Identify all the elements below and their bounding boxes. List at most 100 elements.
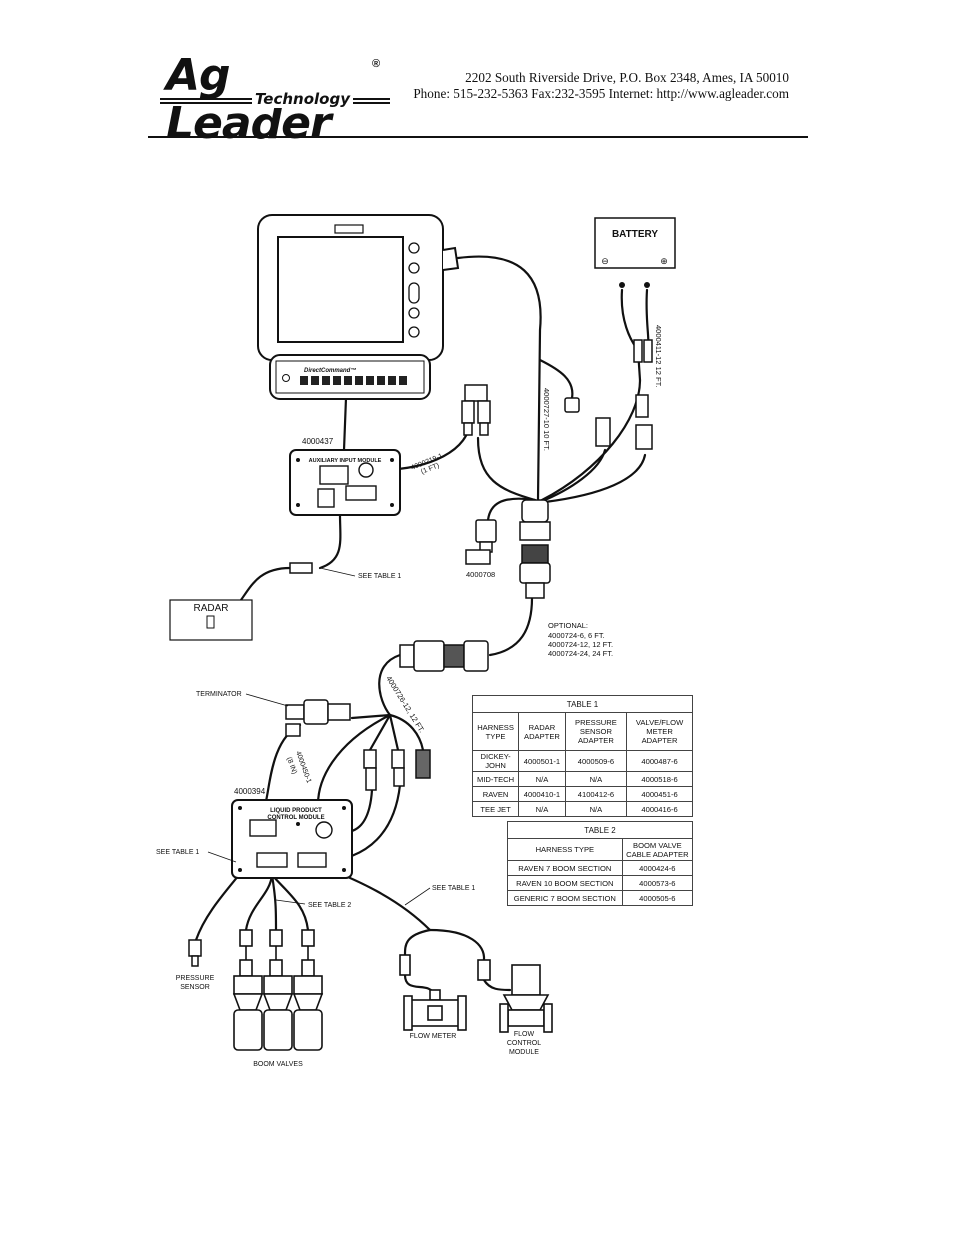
table-2: TABLE 2 HARNESS TYPE BOOM VALVE CABLE AD… — [507, 821, 694, 906]
cable-aux-to-radar-1 — [318, 513, 342, 570]
cable-boom-3 — [270, 873, 310, 932]
table-cell: 4000509-6 — [564, 750, 628, 772]
boom-valves — [232, 929, 324, 1051]
label-4000708: 4000708 — [466, 570, 495, 579]
cable-display-to-aux — [342, 396, 348, 452]
cable-power-3 — [538, 448, 607, 504]
table-2-header: HARNESS TYPE — [507, 838, 623, 861]
flow-meter — [399, 954, 467, 1031]
radar-label: RADAR — [193, 603, 228, 614]
table-cell: N/A — [518, 801, 566, 817]
cable-junction-terminator — [350, 713, 392, 720]
label-flow-control-2: CONTROL — [507, 1040, 541, 1047]
table-1: TABLE 1 HARNESS TYPE RADAR ADAPTER PRESS… — [471, 695, 693, 817]
cable-flow-control-lead — [482, 978, 512, 992]
cable-junction-branch-3 — [388, 713, 425, 752]
cable-display-main — [456, 255, 542, 502]
table-cell: N/A — [564, 801, 628, 817]
flow-control-module — [477, 959, 553, 1033]
table-cell: 4000451-6 — [626, 786, 693, 802]
connector-4000708 — [465, 519, 497, 565]
table-1-header: HARNESS TYPE — [471, 712, 520, 751]
label-see-table-1-left: SEE TABLE 1 — [156, 849, 199, 856]
table-cell: 4000410-1 — [518, 786, 566, 802]
battery-positive-icon: ⊕ — [660, 256, 668, 266]
table-cell: DICKEY-JOHN — [471, 750, 520, 772]
label-4000450: 4000450-1 — [294, 750, 312, 784]
label-flow-meter: FLOW METER — [410, 1033, 457, 1040]
label-4000727: 4000727-10 10 FT. — [542, 388, 551, 451]
table-row: DICKEY-JOHN 4000501-1 4000509-6 4000487-… — [471, 750, 693, 772]
cable-junction-branch-2 — [388, 713, 400, 752]
power-connectors — [564, 339, 653, 450]
table-1-header: VALVE/FLOW METER ADAPTER — [626, 712, 693, 751]
table-row: RAVEN 4000410-1 4100412-6 4000451-6 — [471, 786, 693, 802]
auxiliary-input-module: AUXILIARY INPUT MODULE — [289, 449, 401, 516]
company-contact: Phone: 515-232-5363 Fax:232-3595 Interne… — [413, 86, 789, 101]
label-4000411: 4000411-12 12 FT. — [654, 325, 663, 387]
label-optional-2: 4000724-12, 12 FT. — [548, 640, 613, 649]
cable-display-spur — [538, 358, 574, 400]
label-optional-3: 4000724-24, 24 FT. — [548, 649, 613, 658]
table-2-header: BOOM VALVE CABLE ADAPTER — [621, 838, 694, 861]
logo-sub-text: Technology — [252, 90, 353, 108]
table-cell: RAVEN — [471, 786, 520, 802]
header-rule — [148, 136, 808, 138]
cable-extension-to-junction — [378, 653, 402, 717]
table-cell: 4000487-6 — [626, 750, 693, 772]
table-1-header: PRESSURE SENSOR ADAPTER — [564, 712, 628, 751]
label-4000726: 4000726-12, 12 FT. — [384, 674, 426, 734]
table-cell: 4000505-6 — [621, 890, 694, 906]
table-row: RAVEN 10 BOOM SECTION 4000573-6 — [507, 875, 694, 891]
lpcm-label-2: CONTROL MODULE — [267, 815, 324, 821]
cable-power-to-main — [540, 378, 642, 502]
cable-flow-meter — [403, 928, 432, 957]
table-cell: MID-TECH — [471, 771, 520, 787]
page-header: Ag Leader ® Technology 2202 South Rivers… — [0, 0, 954, 148]
y-cable-connector — [461, 384, 491, 436]
label-4000450-length: (8 IN) — [285, 756, 298, 775]
table-cell: 4000573-6 — [621, 875, 694, 891]
table-cell: N/A — [564, 771, 628, 787]
label-see-table-1-radar: SEE TABLE 1 — [358, 573, 401, 580]
battery: BATTERY ⊖ ⊕ — [594, 217, 676, 288]
table-1-caption: TABLE 1 — [472, 695, 693, 713]
label-optional-title: OPTIONAL: — [548, 621, 588, 630]
table-cell: RAVEN 10 BOOM SECTION — [507, 875, 623, 891]
table-cell: 4000424-6 — [621, 860, 694, 876]
cable-battery-neg — [620, 288, 642, 382]
table-cell: GENERIC 7 BOOM SECTION — [507, 890, 623, 906]
table-row: TEE JET N/A N/A 4000416-6 — [471, 801, 693, 817]
table-cell: N/A — [518, 771, 566, 787]
table-cell: TEE JET — [471, 801, 520, 817]
table-cell: RAVEN 7 BOOM SECTION — [507, 860, 623, 876]
aux-module-label: AUXILIARY INPUT MODULE — [309, 458, 382, 464]
main-harness-connector — [519, 499, 551, 599]
label-see-table-1-flow: SEE TABLE 1 — [432, 885, 475, 892]
battery-negative-icon: ⊖ — [601, 256, 609, 266]
radar-unit: RADAR — [169, 562, 313, 641]
table-1-header: RADAR ADAPTER — [518, 712, 566, 751]
label-4000437: 4000437 — [302, 437, 334, 446]
table-2-caption: TABLE 2 — [507, 821, 693, 839]
label-flow-control-1: FLOW — [514, 1031, 535, 1038]
company-address: 2202 South Riverside Drive, P.O. Box 234… — [465, 70, 789, 85]
lpcm-label-1: LIQUID PRODUCT — [270, 808, 322, 814]
extension-connectors — [399, 640, 489, 672]
label-pressure-sensor-2: SENSOR — [180, 984, 210, 991]
contact-block: 2202 South Riverside Drive, P.O. Box 234… — [413, 70, 789, 102]
label-boom-valves: BOOM VALVES — [253, 1061, 303, 1068]
cable-main-to-extension — [488, 596, 534, 657]
cables — [194, 255, 650, 997]
label-4000394: 4000394 — [234, 787, 266, 796]
cable-flow-control — [428, 928, 486, 962]
cable-junction-branch-1 — [368, 713, 392, 752]
branch-connectors — [363, 749, 431, 791]
logo-registered-mark: ® — [372, 58, 381, 70]
table-row: GENERIC 7 BOOM SECTION 4000505-6 — [507, 890, 694, 906]
table-cell: 4000501-1 — [518, 750, 566, 772]
label-optional-1: 4000724-6, 6 FT. — [548, 631, 605, 640]
pressure-sensor — [188, 939, 202, 967]
cable-4000708 — [486, 497, 537, 522]
